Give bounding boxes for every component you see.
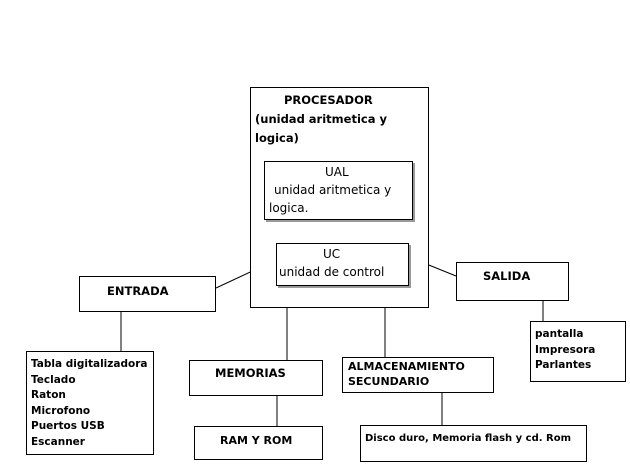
ual-line1: unidad aritmetica y [274,183,392,197]
ram-rom-box: RAM Y ROM [194,426,323,460]
entrada-item: Teclado [31,373,76,386]
entrada-label: ENTRADA [107,284,169,298]
disco-box: Disco duro, Memoria flash y cd. Rom [360,425,587,462]
uc-title: UC [323,247,341,261]
salida-label: SALIDA [483,269,531,283]
procesador-title: PROCESADOR [284,93,373,107]
entrada-item: Raton [31,389,66,402]
uc-box: UC unidad de control [276,243,409,286]
salida-item: pantalla [535,328,584,340]
entrada-item: Escanner [31,435,85,448]
ual-line2: logica. [269,201,309,215]
entrada-list-box: Tabla digitalizadora Teclado Raton Micro… [26,351,154,455]
almacenamiento-box: ALMACENAMIENTO SECUNDARIO [342,357,494,393]
memorias-box: MEMORIAS [189,360,323,396]
memorias-label: MEMORIAS [215,366,286,380]
entrada-item: Tabla digitalizadora [31,358,148,370]
entrada-item: Puertos USB [31,420,105,433]
salida-item: Impresora [535,343,596,356]
salida-list-box: pantalla Impresora Parlantes [530,321,626,382]
procesador-subtitle-line1: (unidad aritmetica y [255,112,387,126]
procesador-subtitle-line2: logica) [255,131,299,145]
salida-box: SALIDA [456,262,569,301]
ram-rom-label: RAM Y ROM [220,434,293,447]
almacenamiento-label-line1: ALMACENAMIENTO [348,360,465,373]
uc-line1: unidad de control [279,265,385,279]
disco-label: Disco duro, Memoria flash y cd. Rom [365,433,572,444]
ual-box: UAL unidad aritmetica y logica. [264,161,413,220]
ual-title: UAL [325,165,349,179]
entrada-item: Microfono [31,404,91,417]
almacenamiento-label-line2: SECUNDARIO [348,375,430,388]
salida-item: Parlantes [535,359,592,372]
entrada-box: ENTRADA [79,276,216,312]
